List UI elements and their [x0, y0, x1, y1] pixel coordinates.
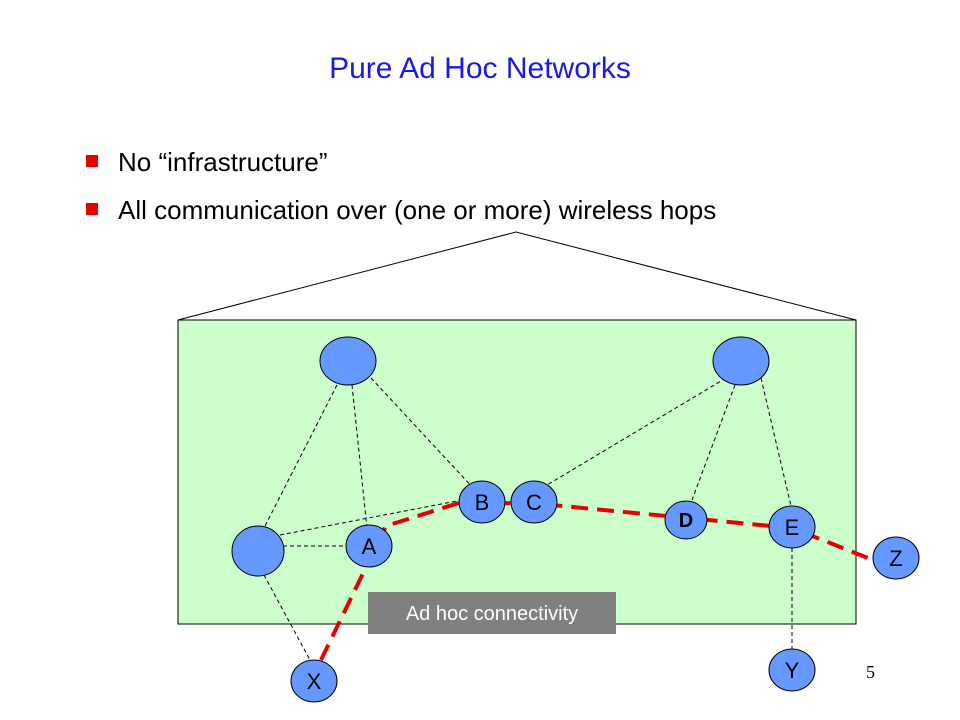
link: [760, 377, 792, 507]
node-y: [768, 648, 816, 692]
node-label-z: Z: [889, 546, 902, 571]
wireless-links: [263, 377, 793, 661]
node-label-a: A: [362, 534, 377, 559]
link: [279, 499, 463, 536]
node-d: [664, 500, 708, 540]
node-label-e: E: [785, 515, 800, 540]
node-label-b: B: [475, 490, 490, 515]
node-unlabeled-left: [231, 525, 285, 577]
square-bullet-icon: [86, 203, 98, 215]
square-bullet-icon: [86, 155, 98, 167]
node-x: [290, 659, 338, 703]
node-unlabeled-top-left: [319, 336, 377, 386]
slide-title: Pure Ad Hoc Networks: [329, 52, 631, 85]
link: [351, 384, 368, 529]
bullet-text: All communication over (one or more) wir…: [118, 195, 717, 225]
bullet-item: No “infrastructure”: [86, 140, 716, 188]
bullet-text: No “infrastructure”: [118, 147, 328, 177]
link: [263, 384, 338, 529]
node-c: [510, 480, 558, 524]
bullet-item: All communication over (one or more) wir…: [86, 188, 716, 236]
node-label-d: D: [679, 510, 693, 532]
link: [541, 377, 727, 489]
node-e: [768, 505, 816, 549]
node-label-y: Y: [785, 658, 800, 683]
caption-box: [368, 592, 616, 634]
node-label-x: X: [307, 669, 322, 694]
bullet-list: No “infrastructure” All communication ov…: [86, 140, 716, 236]
link: [263, 574, 311, 661]
node-a: [345, 524, 393, 568]
node-unlabeled-top-right: [712, 336, 770, 386]
link: [370, 377, 476, 491]
page-number: 5: [866, 662, 875, 682]
node-label-c: C: [526, 490, 542, 515]
node-b: [458, 480, 506, 524]
house-roof: [177, 231, 857, 321]
caption-label: Ad hoc connectivity: [406, 603, 578, 625]
node-z: [872, 536, 920, 580]
